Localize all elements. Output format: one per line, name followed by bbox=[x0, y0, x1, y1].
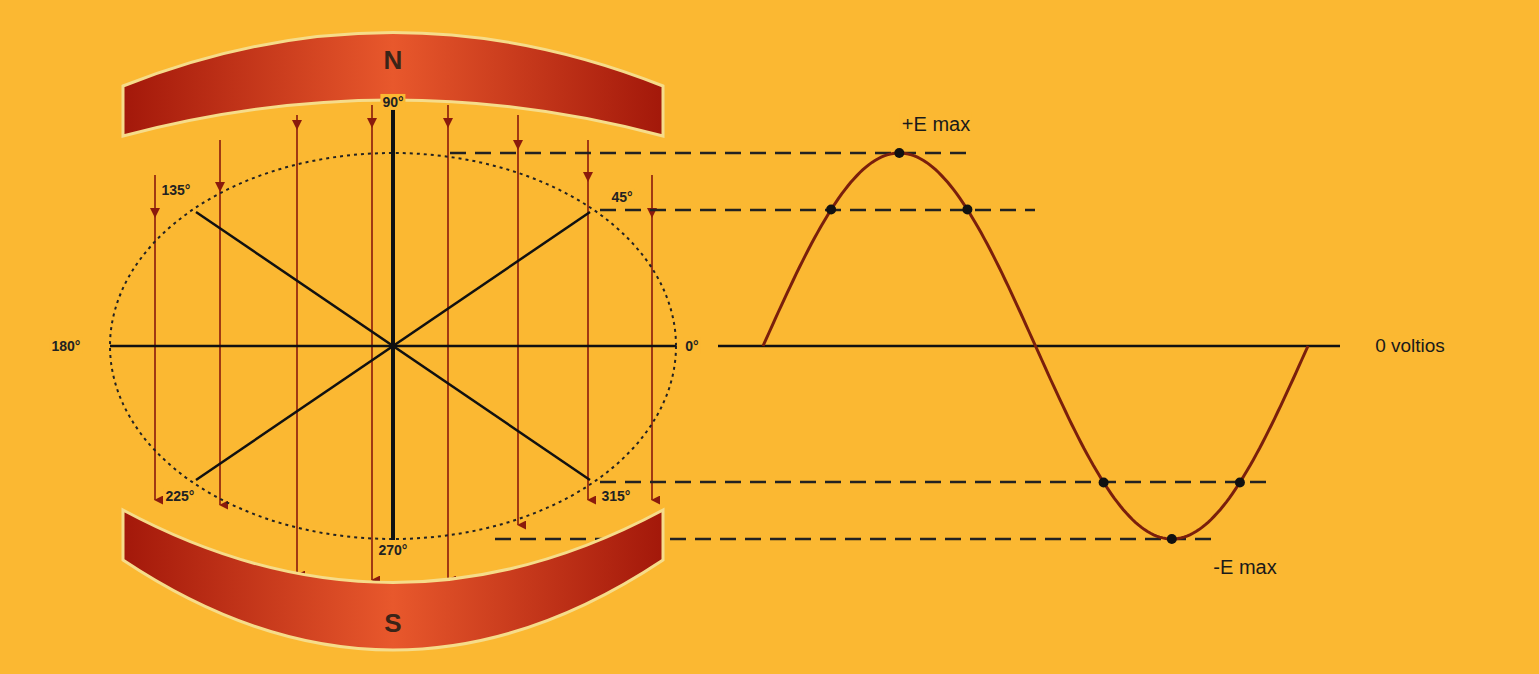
magnet-shape bbox=[118, 24, 668, 142]
south-magnet: S bbox=[118, 505, 668, 670]
angle-label: 90° bbox=[380, 94, 405, 110]
sample-dot bbox=[894, 148, 904, 158]
angle-label: 315° bbox=[600, 488, 633, 504]
sample-dot bbox=[962, 205, 972, 215]
magnet-shape bbox=[118, 505, 668, 670]
zero-volts-label: 0 voltios bbox=[1373, 335, 1447, 357]
field-lines bbox=[155, 105, 652, 580]
sample-dot bbox=[1235, 478, 1245, 488]
pole-letter: S bbox=[384, 608, 401, 639]
max-voltage-label: +E max bbox=[900, 113, 972, 136]
field-arrowheads bbox=[150, 118, 657, 218]
sample-dot bbox=[1099, 478, 1109, 488]
zero-axis bbox=[718, 345, 1340, 348]
angle-label: 45° bbox=[609, 189, 634, 205]
angle-label: 270° bbox=[377, 542, 410, 558]
sample-dot bbox=[826, 205, 836, 215]
conductor-positions bbox=[110, 108, 676, 540]
north-magnet: N bbox=[118, 24, 668, 142]
sample-dot bbox=[1167, 534, 1177, 544]
angle-label: 0° bbox=[683, 338, 700, 354]
angle-label: 180° bbox=[50, 338, 83, 354]
angle-label: 225° bbox=[164, 488, 197, 504]
angle-label: 135° bbox=[160, 182, 193, 198]
min-voltage-label: -E max bbox=[1211, 556, 1278, 579]
sine-wave bbox=[763, 153, 1308, 539]
sample-dots bbox=[826, 148, 1245, 544]
pole-letter: N bbox=[384, 45, 403, 76]
